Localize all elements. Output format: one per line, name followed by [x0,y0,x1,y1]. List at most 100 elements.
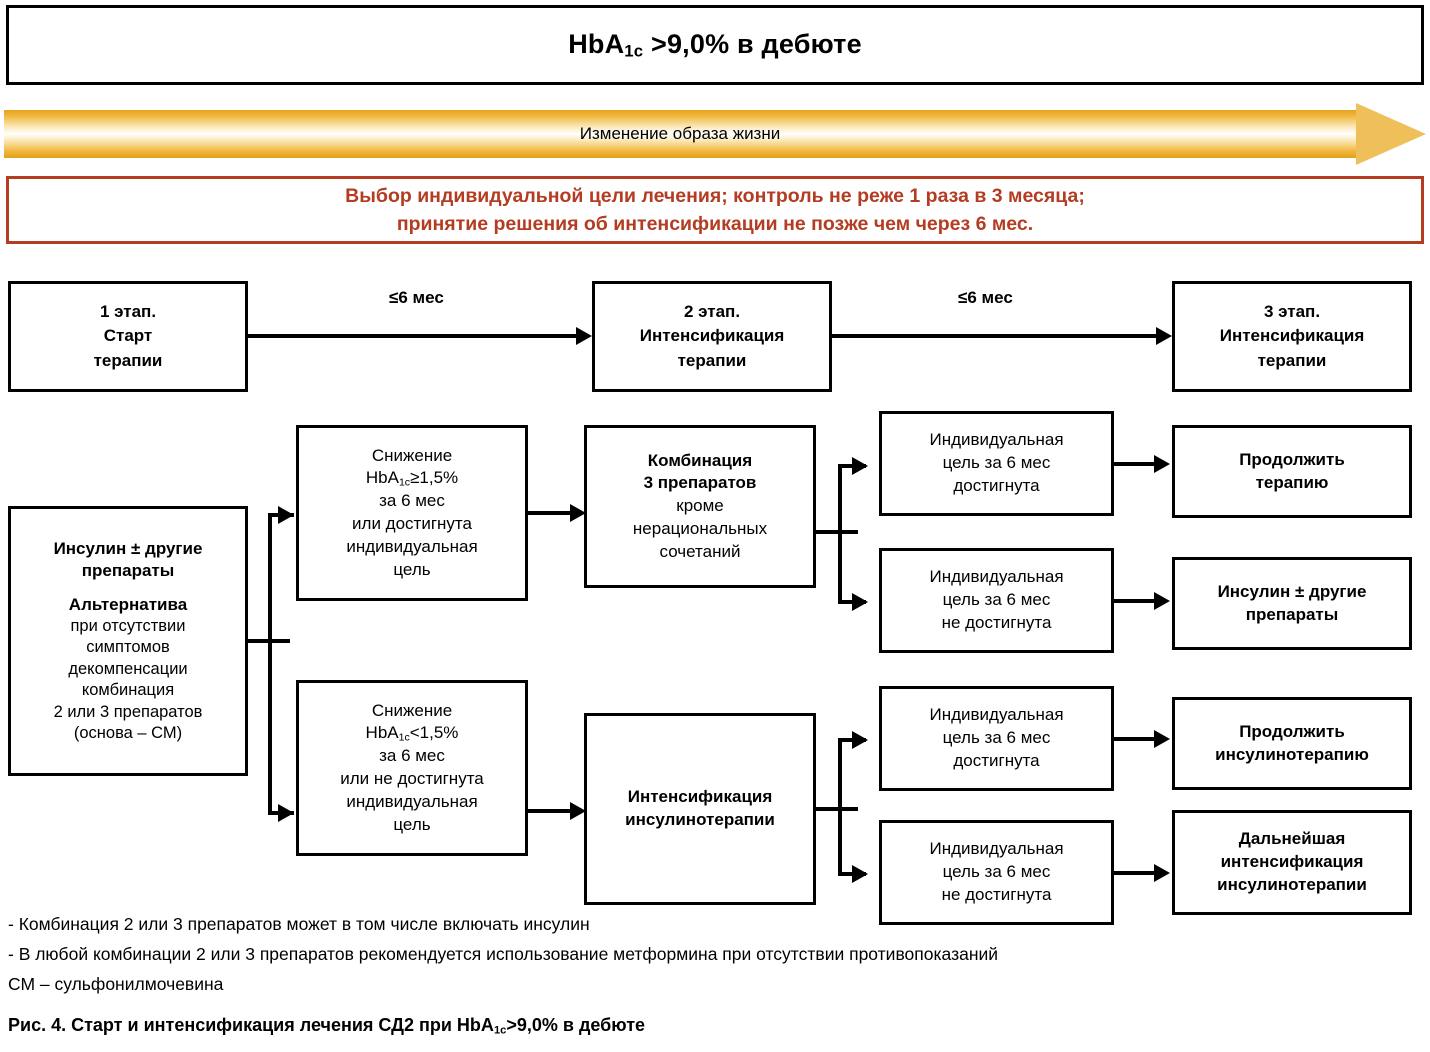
branch-upper-line4: или достигнута [352,514,472,533]
insulin-intens-line1: Интенсификация [627,787,773,807]
stage-1-line1: 1 этап. [99,301,157,321]
start-box-alt-head: Альтернатива [68,594,188,614]
combo-split-riser [838,464,842,604]
treatment-goal-box: Выбор индивидуальной цели лечения; контр… [6,176,1424,244]
arrowhead-result1-outcome1 [1154,455,1170,473]
start-split-arrow-lower [278,804,294,822]
goal-result-4-line2: цель за 6 мес [942,862,1051,882]
start-therapy-box: Инсулин ± другие препараты Альтернатива … [8,506,248,776]
combination-3-drugs-box: Комбинация 3 препаратов кроме нерационал… [584,425,816,588]
start-box-sub-2: симптомов [86,638,170,657]
branch-upper-line1: Снижение [371,445,453,465]
outcome-4-line2: интенсификация [1220,852,1364,872]
goal-result-3-line1: Индивидуальная [929,705,1064,725]
title-box: HbA1c >9,0% в дебюте [6,5,1424,85]
branch-upper-line5: индивидуальная [346,536,478,556]
goal-result-box-1: Индивидуальная цель за 6 мес достигнута [879,411,1114,516]
branch-upper-line2: HbA1c≥1,5% [305,467,519,490]
lifestyle-arrow-shaft [4,110,1356,158]
branch-lower-line5: индивидуальная [346,791,478,811]
goal-result-box-2: Индивидуальная цель за 6 мес не достигну… [879,548,1114,653]
lifestyle-arrow: Изменение образа жизни [4,103,1426,165]
caption-subscript: 1c [493,1024,507,1037]
stage-3-line1: 3 этап. [1263,301,1321,321]
title-prefix: HbA [568,28,625,59]
insulin-split-arrow-lower [852,865,868,883]
stage-box-2: 2 этап. Интенсификация терапии [592,281,832,392]
start-box-sub-5: 2 или 3 препаратов [53,702,203,721]
outcome-3-line2: инсулинотерапию [1215,744,1369,764]
goal-result-2-line2: цель за 6 мес [942,590,1051,610]
stage-arrowhead-2-3 [1156,327,1172,345]
start-split-riser [268,513,272,815]
hba1c-decrease-ge-box: Снижение HbA1c≥1,5% за 6 мес или достигн… [296,425,528,601]
combo-split-stem [816,530,858,534]
insulin-split-stem [816,807,858,811]
branch-upper-hba-sub: 1c [398,476,411,489]
stage-edge-label-1: ≤6 мес [389,288,444,307]
stage-2-line3: терапии [677,350,747,370]
outcome-3-line1: Продолжить [1239,721,1345,741]
stage-1-line2: Старт [103,326,153,346]
connector-branch-upper-to-combo [528,511,576,515]
arrowhead-branch-upper-to-combo [570,504,586,522]
branch-lower-line6: цель [393,814,431,834]
start-box-head2: препараты [81,560,175,580]
insulin-split-riser [838,738,842,876]
start-box-spacer [17,582,239,594]
goal-result-1-line3: достигнута [953,475,1040,495]
title-suffix: >9,0% в дебюте [643,28,862,59]
start-box-head1: Инсулин ± другие [53,538,203,558]
stage-connector-1-2 [248,334,576,338]
start-box-sub-4: комбинация [81,681,175,700]
branch-upper-line3: за 6 мес [379,491,445,511]
arrowhead-branch-lower-to-insulin [570,802,586,820]
outcome-4-line3: инсулинотерапии [1217,874,1367,894]
combo-head2: 3 препаратов [643,473,757,493]
goal-result-box-4: Индивидуальная цель за 6 мес не достигну… [879,820,1114,925]
footnote-2: - В любой комбинации 2 или 3 препаратов … [8,944,999,964]
branch-upper-hba-prefix: HbA [365,468,399,488]
combo-sub3: сочетаний [659,541,741,561]
caption-prefix: Рис. 4. Старт и интенсификация лечения С… [8,1015,494,1035]
start-box-sub-1: при отсутствии [70,616,186,635]
start-split-arrow-upper [278,506,294,524]
connector-result4-outcome4 [1114,871,1158,875]
goal-result-4-line1: Индивидуальная [929,839,1064,859]
outcome-1-line2: терапию [1255,472,1329,492]
goal-result-1-line1: Индивидуальная [929,430,1064,450]
stage-3-line2: Интенсификация [1219,326,1365,346]
connector-result2-outcome2 [1114,599,1158,603]
branch-lower-hba-sub: 1c [398,731,410,744]
footnote-3: СМ – сульфонилмочевина [8,974,224,994]
insulin-intens-line2: инсулинотерапии [625,810,775,829]
arrowhead-result3-outcome3 [1154,730,1170,748]
stage-connector-2-3 [832,334,1156,338]
goal-result-2-line3: не достигнута [941,612,1052,632]
combo-sub2: нерациональных [632,518,768,538]
start-box-sub-3: декомпенсации [68,659,188,678]
start-box-sub-6: (основа – СМ) [73,724,183,743]
connector-result3-outcome3 [1114,737,1158,741]
arrowhead-result2-outcome2 [1154,592,1170,610]
hba1c-decrease-lt-box: Снижение HbA1c<1,5% за 6 мес или не дост… [296,680,528,856]
branch-upper-line6: цель [393,559,431,579]
stage-box-1: 1 этап. Старт терапии [8,281,248,392]
stage-2-line1: 2 этап. [683,301,741,321]
insulin-intensification-box: Интенсификация инсулинотерапии [584,713,816,905]
connector-result1-outcome1 [1114,462,1158,466]
outcome-box-1: Продолжить терапию [1172,425,1412,518]
arrowhead-result4-outcome4 [1154,864,1170,882]
stage-1-line3: терапии [93,350,163,370]
stage-box-3: 3 этап. Интенсификация терапии [1172,281,1412,392]
branch-upper-hba-suffix: ≥1,5% [410,468,459,488]
combo-split-arrow-lower [852,593,868,611]
branch-lower-line3: за 6 мес [379,746,445,766]
goal-result-4-line3: не достигнута [941,884,1052,904]
stage-edge-label-2: ≤6 мес [958,288,1013,307]
branch-lower-hba-prefix: HbA [365,723,399,743]
outcome-box-2: Инсулин ± другие препараты [1172,557,1412,650]
goal-result-box-3: Индивидуальная цель за 6 мес достигнута [879,686,1114,791]
combo-split-arrow-upper [852,457,868,475]
